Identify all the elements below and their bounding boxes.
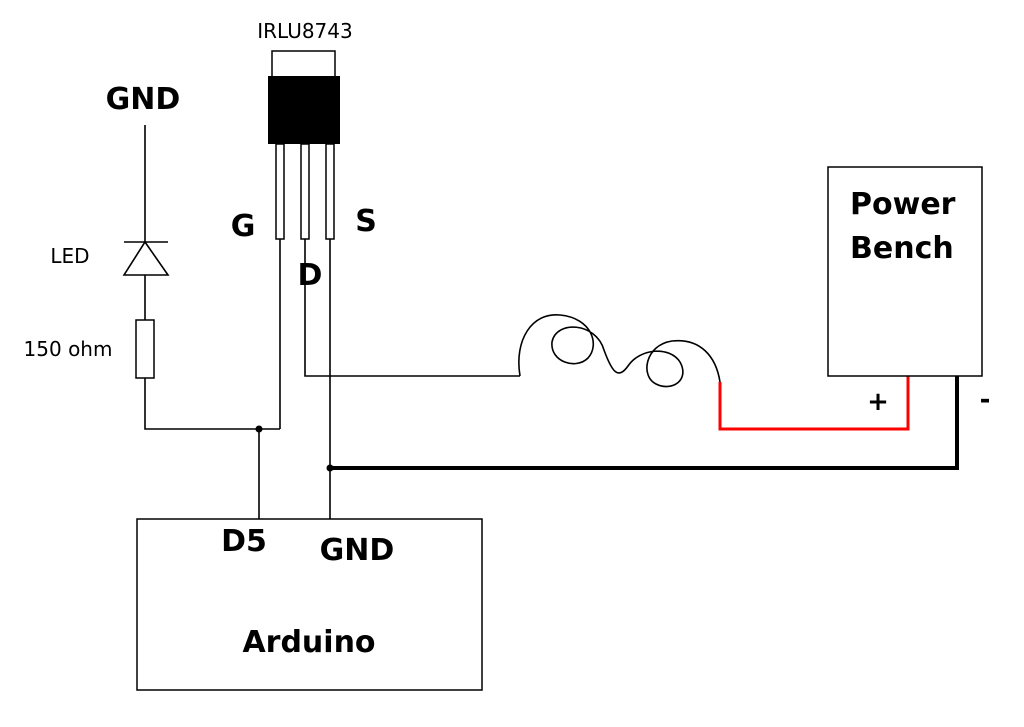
arduino-box <box>136 518 483 691</box>
power-bench-plus: + <box>867 387 889 417</box>
resistor-label: 150 ohm <box>24 337 113 361</box>
wire-resistor-to-gate-node <box>144 378 280 430</box>
led-gnd-label: GND <box>106 82 181 117</box>
transistor-tab <box>271 50 336 78</box>
transistor-source-pin <box>325 143 335 240</box>
junction-gate <box>255 425 263 433</box>
drain-label: D <box>298 258 323 293</box>
power-bench-line1: Power <box>850 187 956 222</box>
led-label: LED <box>50 244 89 268</box>
wire-drain-to-coil <box>304 239 520 377</box>
gate-label: G <box>231 209 256 244</box>
wire-coil-to-plus <box>718 348 910 431</box>
source-label: S <box>355 204 377 239</box>
arduino-pin-d5: D5 <box>221 524 267 559</box>
transistor-drain-pin <box>300 143 310 240</box>
transistor-part-label: IRLU8743 <box>257 19 352 43</box>
coil-element <box>518 314 721 388</box>
arduino-label: Arduino <box>242 625 375 660</box>
arduino-pin-gnd: GND <box>320 533 395 568</box>
transistor-gate-pin <box>275 143 285 240</box>
wire-ground-to-minus <box>330 350 959 470</box>
power-bench-line2: Bench <box>850 231 954 266</box>
led-symbol <box>122 240 170 276</box>
resistor-symbol <box>135 319 155 379</box>
power-bench-box <box>827 166 983 377</box>
transistor-body <box>268 76 340 144</box>
power-bench-minus: - <box>980 385 991 415</box>
